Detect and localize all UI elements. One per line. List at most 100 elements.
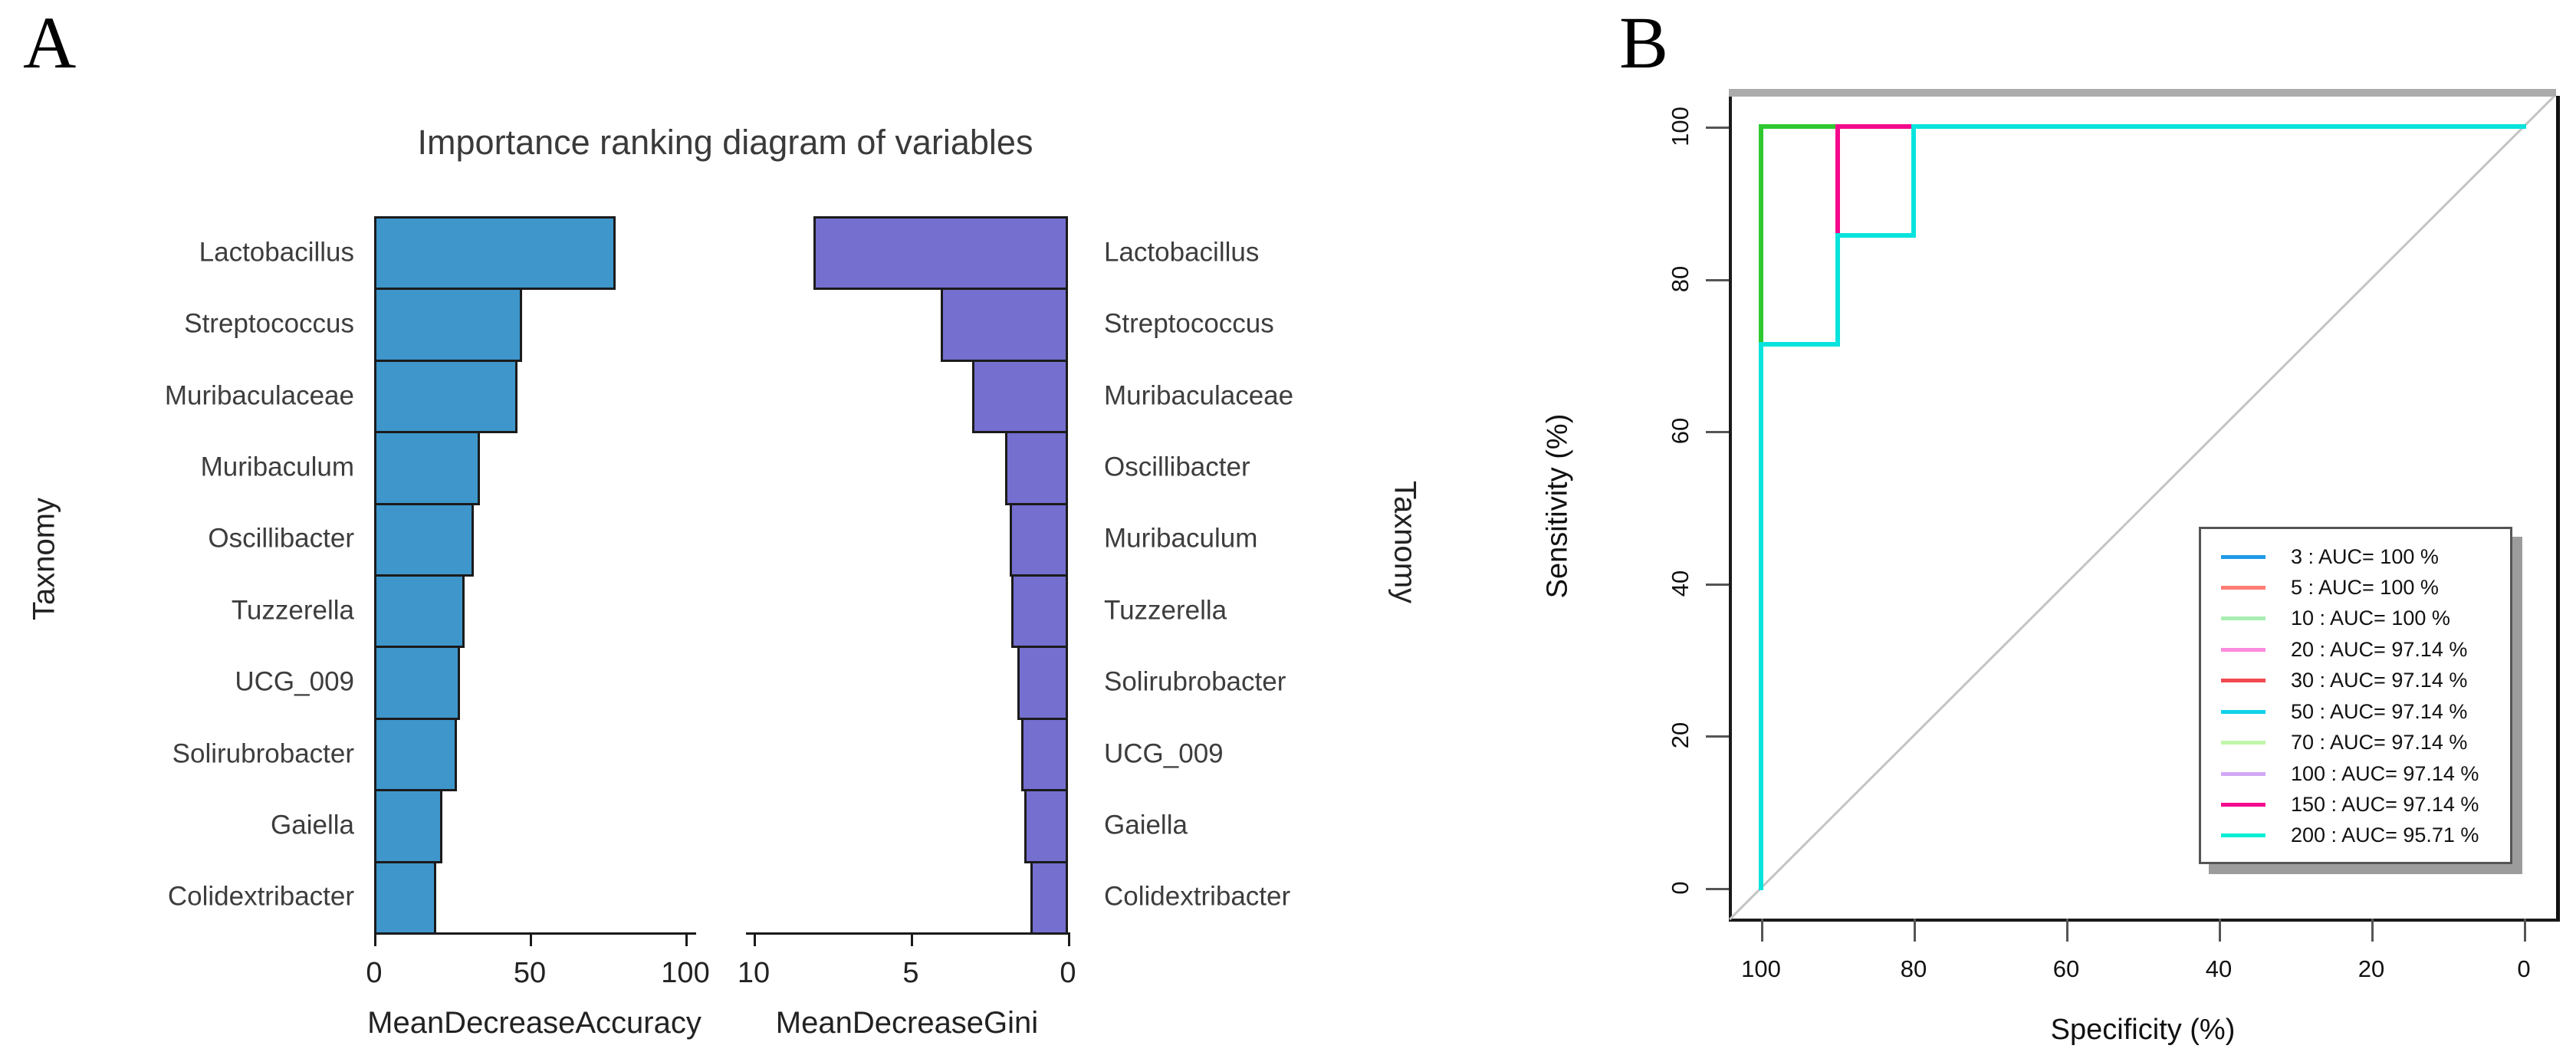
gini-bar-6: [1017, 646, 1068, 720]
cyan-roc-curve-segment: [1759, 341, 1763, 890]
gini-axis-tick: [911, 932, 913, 946]
gini-bar-2: [971, 359, 1068, 434]
gini-axis-tick: [1068, 932, 1070, 946]
roc-x-tick-label: 0: [2517, 955, 2531, 982]
roc-plot-box-top-edge: [1729, 89, 2556, 97]
accuracy-bar-9: [374, 860, 437, 935]
gini-bar-3: [1005, 431, 1068, 505]
gini-bar-0: [813, 216, 1068, 291]
accuracy-category-label: Solirubrobacter: [172, 738, 354, 768]
roc-y-tick-label-text: 0: [1667, 881, 1694, 895]
accuracy-category-label: Oscillibacter: [208, 523, 354, 554]
accuracy-axis-tick: [530, 932, 532, 946]
cyan-roc-curve-segment: [1911, 124, 1916, 238]
legend-line-swatch: [2221, 803, 2266, 807]
gini-category-label: UCG_009: [1104, 738, 1224, 768]
accuracy-category-label: Tuzzerella: [231, 595, 354, 626]
roc-y-tick-label-text: 60: [1667, 417, 1694, 445]
panel-a-title: Importance ranking diagram of variables: [417, 123, 1033, 162]
roc-legend: 3 : AUC= 100 % 5 : AUC= 100 % 10 : AUC= 10…: [2199, 527, 2512, 864]
legend-entry-label: 20 : AUC= 97.14 %: [2291, 637, 2468, 661]
legend-line-swatch: [2221, 554, 2266, 559]
roc-x-tick: [2219, 919, 2221, 942]
accuracy-axis-line: [374, 932, 696, 935]
legend-entry-label: 5 : AUC= 100 %: [2291, 575, 2439, 599]
roc-x-tick: [1914, 919, 1916, 942]
gini-tick-label: 10: [737, 957, 770, 989]
gini-bar-9: [1030, 860, 1068, 935]
legend-row-0: 3 : AUC= 100 %: [2201, 544, 2510, 569]
cyan-roc-curve-segment: [1759, 341, 1840, 347]
legend-entry-label: 70 : AUC= 97.14 %: [2291, 731, 2468, 754]
legend-row-7: 100 : AUC= 97.14 %: [2201, 761, 2510, 786]
accuracy-bar-0: [374, 216, 616, 291]
accuracy-axis-title: MeanDecreaseAccuracy: [367, 1006, 702, 1040]
legend-entry-label: 100 : AUC= 97.14 %: [2291, 761, 2479, 785]
gini-bar-5: [1011, 574, 1068, 649]
accuracy-axis-tick: [685, 932, 688, 946]
gini-category-label: Solirubrobacter: [1104, 666, 1286, 697]
legend-line-swatch: [2221, 771, 2266, 776]
accuracy-tick-label: 0: [366, 957, 383, 989]
roc-y-tick: [1706, 278, 1729, 281]
legend-entry-label: 150 : AUC= 97.14 %: [2291, 793, 2479, 816]
accuracy-bar-6: [374, 646, 460, 720]
accuracy-axis-tick: [374, 932, 376, 946]
legend-line-swatch: [2221, 741, 2266, 745]
accuracy-category-label: Lactobacillus: [199, 237, 354, 268]
roc-y-tick: [1706, 735, 1729, 738]
roc-y-tick-label-text: 20: [1667, 722, 1694, 749]
accuracy-category-label: UCG_009: [235, 666, 354, 697]
panel-a-letter: A: [23, 2, 77, 84]
accuracy-bar-5: [374, 574, 465, 649]
gini-category-label: Muribaculum: [1104, 523, 1258, 554]
legend-entry-label: 50 : AUC= 97.14 %: [2291, 699, 2468, 723]
legend-row-9: 200 : AUC= 95.71 %: [2201, 824, 2510, 848]
accuracy-category-label: Colidextribacter: [167, 881, 354, 912]
legend-line-swatch: [2221, 585, 2266, 590]
gini-category-label: Streptococcus: [1104, 308, 1274, 339]
accuracy-bar-1: [374, 288, 522, 362]
legend-line-swatch: [2221, 709, 2266, 714]
gini-tick-label: 0: [1060, 957, 1076, 989]
accuracy-category-label: Muribaculaceae: [164, 380, 354, 410]
roc-x-tick: [2524, 919, 2526, 942]
gini-axis-tick: [754, 932, 756, 946]
gini-bar-1: [940, 288, 1068, 362]
legend-row-8: 150 : AUC= 97.14 %: [2201, 793, 2510, 817]
accuracy-tick-label: 50: [513, 957, 547, 989]
gini-category-label: Gaiella: [1104, 810, 1188, 840]
legend-entry-label: 200 : AUC= 95.71 %: [2291, 824, 2479, 847]
gini-category-label: Oscillibacter: [1104, 452, 1250, 482]
roc-y-tick: [1706, 888, 1729, 890]
magenta-roc-curve-segment: [1835, 124, 1840, 238]
legend-entry-label: 10 : AUC= 100 %: [2291, 607, 2450, 630]
legend-row-4: 30 : AUC= 97.14 %: [2201, 669, 2510, 693]
accuracy-bar-7: [374, 717, 457, 792]
legend-row-1: 5 : AUC= 100 %: [2201, 575, 2510, 600]
cyan-roc-curve-segment: [1911, 124, 2526, 129]
cyan-roc-curve-segment: [1835, 232, 1916, 238]
accuracy-bar-4: [374, 502, 474, 577]
specificity-axis-title: Specificity (%): [2050, 1014, 2236, 1046]
gini-category-label: Colidextribacter: [1104, 881, 1291, 912]
green-roc-curve-segment: [1759, 124, 1840, 129]
legend-line-swatch: [2221, 616, 2266, 621]
legend-row-6: 70 : AUC= 97.14 %: [2201, 731, 2510, 755]
legend-entry-label: 30 : AUC= 97.14 %: [2291, 669, 2468, 692]
gini-category-label: Lactobacillus: [1104, 237, 1260, 268]
roc-y-tick: [1706, 431, 1729, 434]
roc-x-tick: [1761, 919, 1763, 942]
roc-x-tick-label: 80: [1900, 955, 1927, 982]
legend-line-swatch: [2221, 679, 2266, 683]
roc-y-tick-label-text: 80: [1667, 265, 1694, 292]
legend-row-3: 20 : AUC= 97.14 %: [2201, 637, 2510, 662]
roc-x-tick: [2371, 919, 2374, 942]
gini-tick-label: 5: [902, 957, 919, 989]
legend-line-swatch: [2221, 833, 2266, 838]
roc-y-tick: [1706, 583, 1729, 586]
roc-x-tick-label: 100: [1741, 955, 1781, 982]
green-roc-curve-segment: [1759, 124, 1763, 347]
roc-y-tick: [1706, 127, 1729, 129]
